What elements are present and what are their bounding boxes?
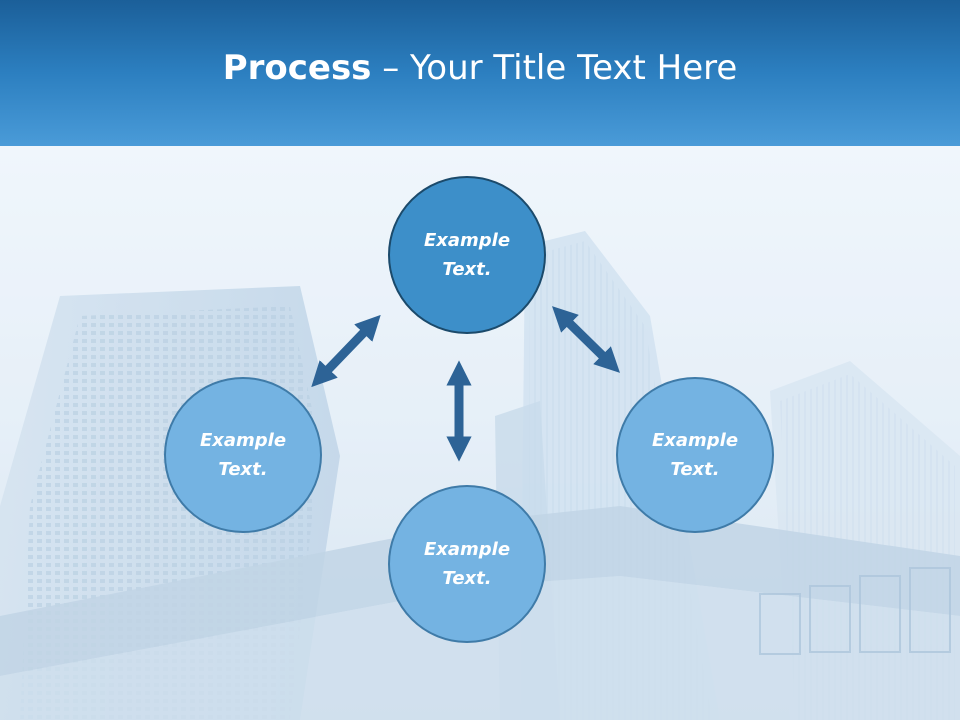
slide-title: Process – Your Title Text Here: [0, 48, 960, 88]
title-bar: Process – Your Title Text Here: [0, 0, 960, 146]
title-rest: – Your Title Text Here: [371, 48, 738, 88]
title-bold-word: Process: [222, 48, 372, 88]
